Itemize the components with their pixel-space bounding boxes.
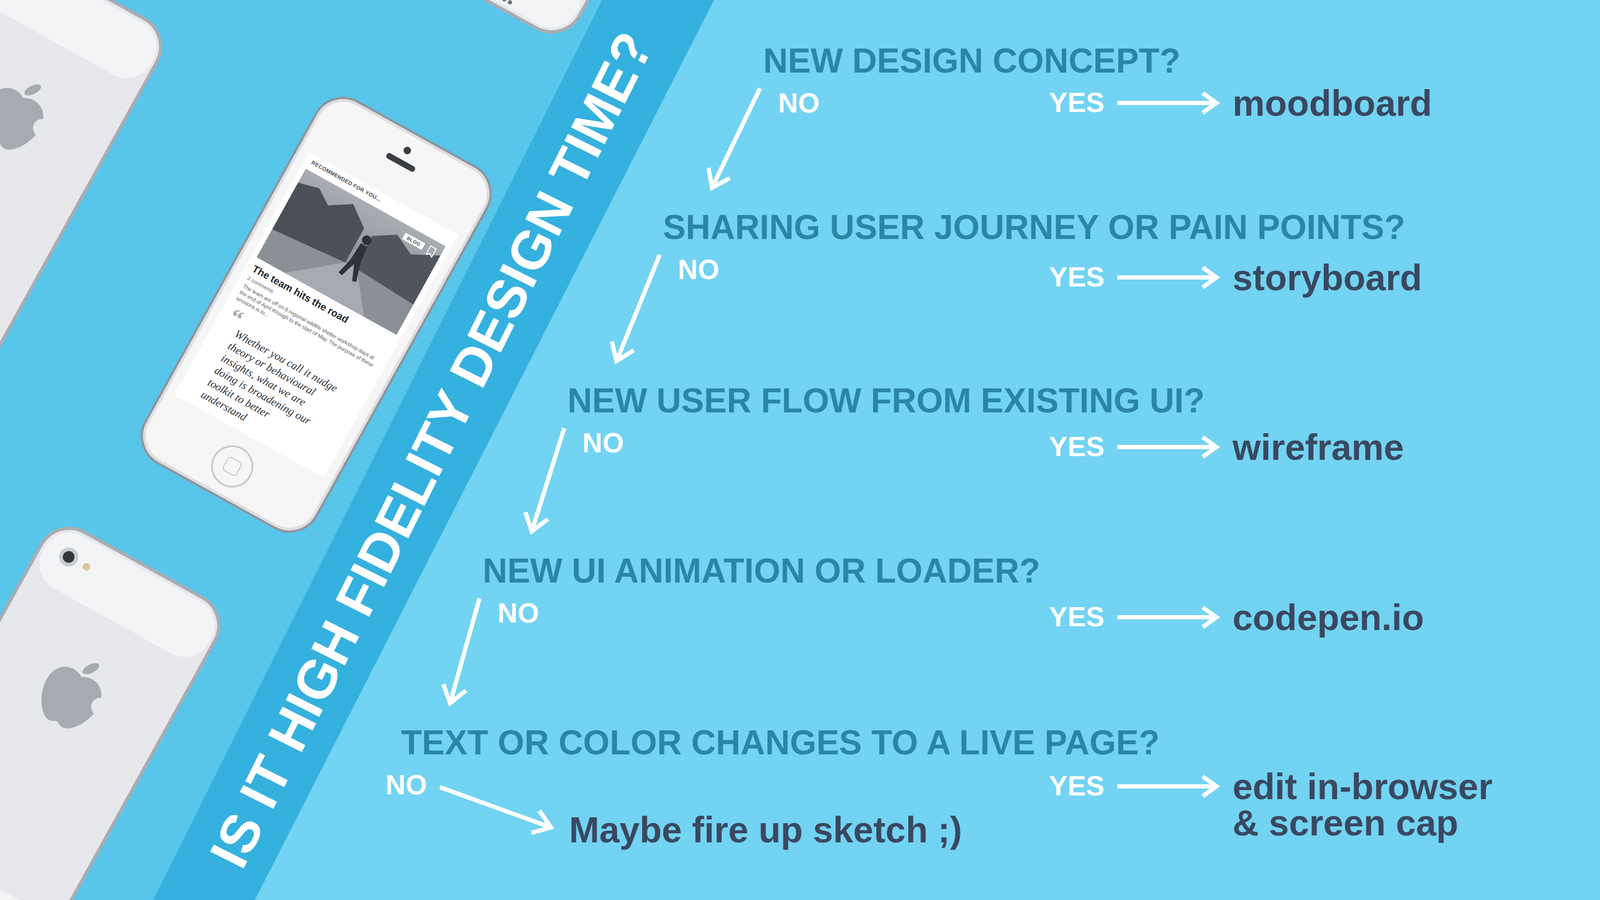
outcome-text: codepen.io xyxy=(1232,598,1424,636)
decision-question: NEW DESIGN CONCEPT? xyxy=(763,41,1181,82)
phone-back xyxy=(0,0,173,398)
edge-label: NO xyxy=(582,427,624,460)
flow-arrow xyxy=(611,254,660,362)
node-text: NEW DESIGN CONCEPT? xyxy=(763,41,1181,82)
edge-label: YES xyxy=(1049,770,1105,803)
node-text: SHARING USER JOURNEY OR PAIN POINTS? xyxy=(662,208,1406,248)
outcome-text: storyboard xyxy=(1232,259,1422,296)
flow-arrow xyxy=(1117,267,1217,287)
node-text: Maybe fire up sketch ;) xyxy=(569,811,963,848)
quote-mark: “ xyxy=(225,305,247,331)
edge-label: YES xyxy=(1049,261,1105,294)
decision-question: NEW UI ANIMATION OR LOADER? xyxy=(482,551,1040,591)
node-text: moodboard xyxy=(1232,84,1432,122)
decision-question: NEW USER FLOW FROM EXISTING UI? xyxy=(567,381,1205,421)
node-text: NEW USER FLOW FROM EXISTING UI? xyxy=(567,381,1205,421)
flow-arrow xyxy=(443,598,480,703)
edge-label: NO xyxy=(497,597,540,630)
flow-arrow xyxy=(1117,92,1217,113)
flow-arrow xyxy=(1117,606,1217,627)
edge-label: NO xyxy=(385,769,428,802)
outcome-text: wireframe xyxy=(1232,428,1404,466)
flow-arrow xyxy=(1117,776,1217,796)
node-text: storyboard xyxy=(1232,259,1422,296)
edge-label: YES xyxy=(1049,86,1105,119)
node-text: codepen.io xyxy=(1232,598,1424,636)
edge-label: NO xyxy=(778,87,820,120)
flow-arrow xyxy=(440,787,551,834)
flow-arrow xyxy=(525,428,565,532)
outcome-text: moodboard xyxy=(1232,84,1432,122)
decision-question: TEXT OR COLOR CHANGES TO A LIVE PAGE? xyxy=(401,723,1160,763)
flow-arrow xyxy=(1117,436,1217,457)
outcome-text: Maybe fire up sketch ;) xyxy=(569,811,963,848)
edge-label: YES xyxy=(1049,430,1105,463)
outcome-text: edit in-browser & screen cap xyxy=(1232,768,1510,841)
decision-question: SHARING USER JOURNEY OR PAIN POINTS? xyxy=(662,208,1406,248)
node-text: NEW UI ANIMATION OR LOADER? xyxy=(482,551,1040,591)
node-text: TEXT OR COLOR CHANGES TO A LIVE PAGE? xyxy=(401,723,1160,763)
node-text: wireframe xyxy=(1232,428,1404,466)
flow-arrow xyxy=(708,88,760,188)
edge-label: YES xyxy=(1049,601,1105,634)
node-text: edit in-browser & screen cap xyxy=(1232,768,1510,841)
edge-label: NO xyxy=(677,253,720,286)
